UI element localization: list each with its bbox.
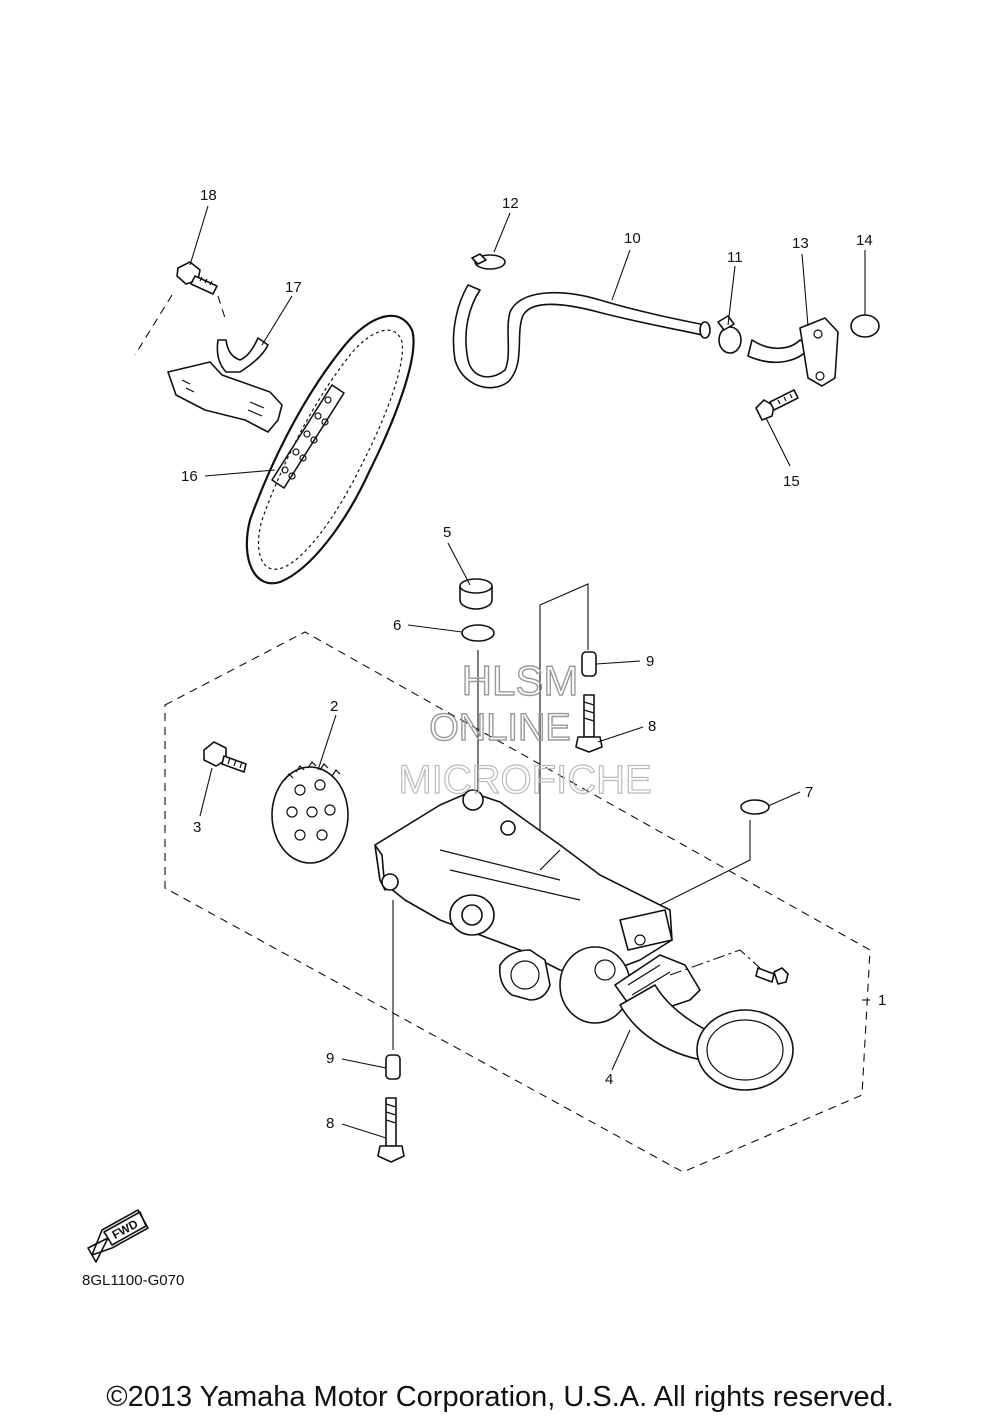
o-ring-14[interactable]	[850, 314, 880, 338]
oil-pump-assembly-boundary	[164, 631, 871, 1173]
o-ring-7[interactable]	[740, 799, 770, 815]
bolt-8-lower[interactable]	[377, 1097, 405, 1163]
callout-2: 2	[330, 698, 338, 715]
bolt-8-upper[interactable]	[575, 694, 603, 753]
callout-12: 12	[502, 195, 519, 212]
breather-hose-10[interactable]	[452, 284, 711, 389]
guide-line-9-8	[539, 583, 589, 843]
watermark: HLSM ONLINE MICROFICHE	[398, 656, 653, 802]
hose-clamp-12[interactable]	[471, 253, 506, 270]
oil-pump-body[interactable]	[374, 789, 673, 1024]
callout-3: 3	[193, 819, 201, 836]
sprocket-2[interactable]	[271, 761, 349, 864]
bolt-15[interactable]	[755, 389, 799, 421]
dowel-pin-9-upper[interactable]	[581, 651, 597, 677]
callout-13: 13	[792, 235, 809, 252]
callout-8-upper: 8	[648, 718, 656, 735]
bolt-18-guide	[134, 294, 226, 356]
callout-14: 14	[856, 232, 873, 249]
guide-line-7	[639, 820, 751, 916]
collar-5[interactable]	[459, 578, 493, 610]
dowel-pin-9-lower[interactable]	[385, 1054, 401, 1080]
o-ring-6[interactable]	[461, 624, 495, 642]
callout-8-lower: 8	[326, 1115, 334, 1132]
watermark-line2: ONLINE	[429, 707, 570, 749]
strainer-bolt-guide	[669, 949, 761, 976]
callout-leaders	[189, 205, 866, 1139]
callout-1: 1	[878, 992, 886, 1009]
callout-4: 4	[605, 1071, 613, 1088]
callout-10: 10	[624, 230, 641, 247]
callout-16: 16	[181, 468, 198, 485]
strainer-bolt[interactable]	[755, 967, 789, 985]
drive-chain-16[interactable]	[245, 314, 415, 585]
callout-18: 18	[200, 187, 217, 204]
callout-5: 5	[443, 524, 451, 541]
diagram-code: 8GL1100-G070	[82, 1272, 185, 1289]
copyright-notice: ©2013 Yamaha Motor Corporation, U.S.A. A…	[106, 1381, 894, 1413]
hose-clamp-11[interactable]	[717, 315, 742, 354]
callout-7: 7	[805, 784, 813, 801]
oil-strainer-4[interactable]	[614, 954, 794, 1091]
callout-6: 6	[393, 617, 401, 634]
oil-pipe-13[interactable]	[747, 317, 839, 387]
callout-15: 15	[783, 473, 800, 490]
bolt-3[interactable]	[203, 741, 247, 773]
forward-arrow-icon: FWD	[87, 1209, 149, 1263]
watermark-line1: HLSM	[462, 657, 579, 704]
callout-9-upper: 9	[646, 653, 654, 670]
callout-9-lower: 9	[326, 1050, 334, 1067]
watermark-line3: MICROFICHE	[398, 758, 651, 802]
callout-17: 17	[285, 279, 302, 296]
chain-guide-17[interactable]	[167, 337, 283, 433]
bolt-18[interactable]	[176, 261, 218, 295]
callout-11: 11	[727, 249, 743, 266]
